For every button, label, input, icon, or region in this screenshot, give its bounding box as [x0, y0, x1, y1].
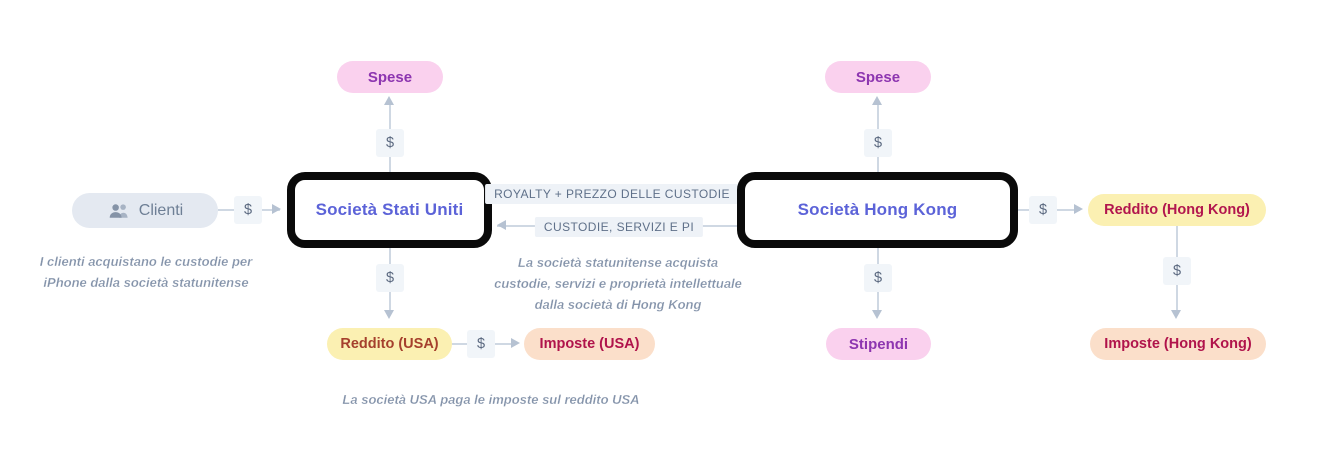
dollar-symbol: $ — [873, 135, 883, 151]
dollar-badge: $ — [1029, 196, 1057, 224]
usa-taxes-note: La società USA paga le imposte sul reddi… — [342, 392, 640, 407]
dollar-badge: $ — [1163, 257, 1191, 285]
center-note-line1: La società statunitense acquista — [517, 255, 719, 270]
clients-note: I clienti acquistano le custodie per iPh… — [39, 251, 253, 293]
arrow-left-icon — [497, 220, 506, 230]
salaries-pill: Stipendi — [826, 328, 931, 360]
center-note-line2: custodie, servizi e proprietà intellettu… — [494, 276, 742, 291]
dollar-badge: $ — [376, 264, 404, 292]
arrow-right-icon — [511, 338, 520, 348]
usa-income-label: Reddito (USA) — [340, 336, 439, 352]
dollar-symbol: $ — [1038, 202, 1048, 218]
dollar-symbol: $ — [1172, 263, 1182, 279]
center-note: La società statunitense acquista custodi… — [494, 252, 742, 315]
hk-company-node: Società Hong Kong — [737, 172, 1018, 248]
usa-taxes-label: Imposte (USA) — [539, 336, 640, 352]
hk-income-pill: Reddito (Hong Kong) — [1088, 194, 1266, 226]
expenses-pill-hk: Spese — [825, 61, 931, 93]
clients-icon — [107, 202, 130, 219]
hk-taxes-pill: Imposte (Hong Kong) — [1090, 328, 1266, 360]
dollar-symbol: $ — [385, 270, 395, 286]
clients-pill: Clienti — [72, 193, 218, 228]
hk-taxes-label: Imposte (Hong Kong) — [1104, 336, 1252, 352]
dollar-symbol: $ — [873, 270, 883, 286]
arrow-down-icon — [1171, 310, 1181, 319]
arrow-down-icon — [872, 310, 882, 319]
dollar-symbol: $ — [385, 135, 395, 151]
dollar-badge: $ — [376, 129, 404, 157]
arrow-up-icon — [872, 96, 882, 105]
clients-note-line2: iPhone dalla società statunitense — [43, 275, 249, 290]
us-company-label: Società Stati Uniti — [315, 200, 464, 219]
arrow-up-icon — [384, 96, 394, 105]
dollar-badge: $ — [234, 196, 262, 224]
us-company-node: Società Stati Uniti — [287, 172, 492, 248]
arrow-down-icon — [384, 310, 394, 319]
expenses-pill-us: Spese — [337, 61, 443, 93]
expenses-hk-label: Spese — [855, 68, 901, 86]
hk-company-label: Società Hong Kong — [797, 200, 958, 219]
dollar-badge: $ — [864, 129, 892, 157]
royalty-flow-label: ROYALTY + PREZZO DELLE CUSTODIE — [485, 184, 739, 204]
hk-income-label: Reddito (Hong Kong) — [1104, 202, 1250, 218]
clients-note-line1: I clienti acquistano le custodie per — [39, 254, 253, 269]
dollar-symbol: $ — [243, 202, 253, 218]
dollar-symbol: $ — [476, 336, 486, 352]
arrow-right-icon — [272, 204, 281, 214]
dollar-badge: $ — [467, 330, 495, 358]
clients-label: Clienti — [138, 201, 184, 219]
center-note-line3: dalla società di Hong Kong — [534, 297, 702, 312]
dollar-badge: $ — [864, 264, 892, 292]
salaries-label: Stipendi — [848, 335, 909, 353]
goods-flow-label: CUSTODIE, SERVIZI E PI — [534, 217, 704, 237]
arrow-right-icon — [1074, 204, 1083, 214]
expenses-us-label: Spese — [367, 68, 413, 86]
usa-taxes-pill: Imposte (USA) — [524, 328, 655, 360]
usa-income-pill: Reddito (USA) — [327, 328, 452, 360]
